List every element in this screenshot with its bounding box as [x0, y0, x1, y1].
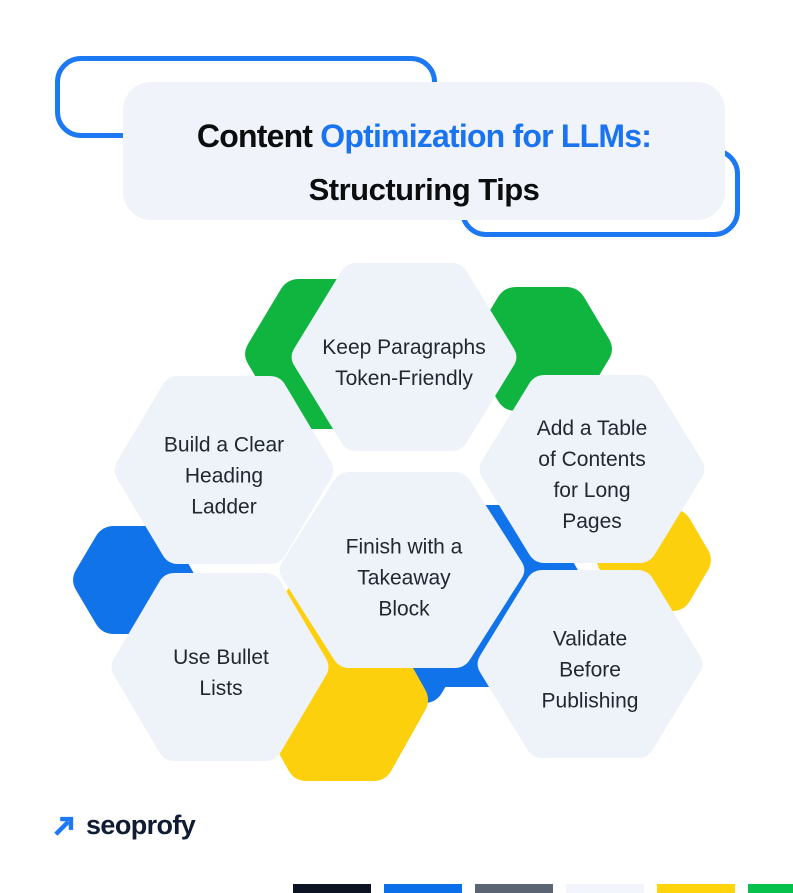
page-title-line1: Content Optimization for LLMs:: [196, 109, 652, 163]
arrow-up-right-icon: [54, 816, 74, 836]
page-title-line2: Structuring Tips: [308, 172, 540, 207]
hexagon-use-bullet-lists: [111, 573, 329, 761]
brand-logo-text: seoprofy: [86, 810, 196, 840]
hex-label-table-of-contents: Add a Table of Contents for Long Pages: [536, 417, 648, 533]
hexagon-add-table-of-contents: [479, 375, 705, 563]
footer-bar-segment-2: [384, 884, 462, 893]
hexagon-validate-before-publishing: [477, 570, 703, 758]
hexagon-finish-with-takeaway-block: [279, 472, 525, 668]
footer-bar-segment-4: [566, 884, 644, 893]
hexagon-build-clear-heading-ladder: [114, 376, 334, 564]
footer-bar-segment-6: [748, 884, 793, 893]
hex-label-bullet-lists: Use Bullet Lists: [173, 646, 269, 700]
brand-logo: seoprofy: [52, 810, 196, 841]
title-prefix: Content: [196, 118, 321, 154]
hexagon-keep-paragraphs-token-friendly: [291, 263, 517, 451]
hex-label-keep-paragraphs: Keep Paragraphs Token-Friendly: [322, 336, 486, 390]
hex-label-takeaway-block: Finish with a Takeaway Block: [345, 535, 463, 621]
footer-color-bar: [293, 884, 793, 893]
title-card: Content Optimization for LLMs: Structuri…: [123, 82, 725, 220]
footer-bar-segment-5: [657, 884, 735, 893]
hex-label-heading-ladder: Build a Clear Heading Ladder: [163, 433, 285, 519]
footer-bar-segment-3: [475, 884, 553, 893]
title-highlight: Optimization for LLMs:: [320, 118, 652, 154]
footer-bar-segment-1: [293, 884, 371, 893]
hex-label-validate: Validate Before Publishing: [541, 627, 639, 713]
